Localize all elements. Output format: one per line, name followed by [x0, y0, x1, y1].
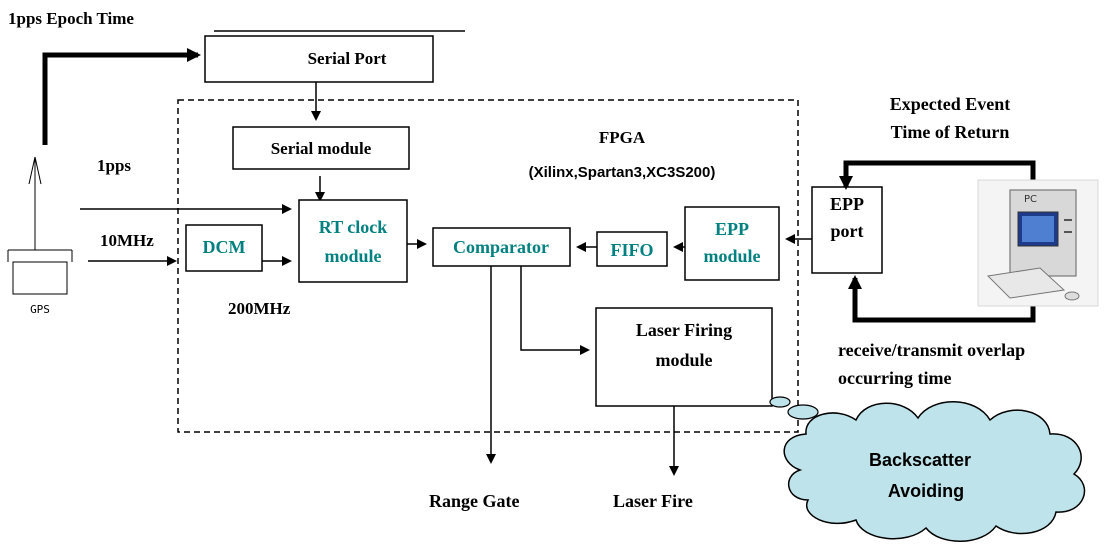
- epp-port-label-1: EPP: [830, 194, 864, 214]
- pc-icon: [977, 179, 1099, 307]
- overlap-label-2: occurring time: [838, 368, 951, 388]
- backscatter-label-2: Avoiding: [888, 481, 964, 501]
- ten-mhz-label: 10MHz: [100, 231, 154, 250]
- laser-firing-box: [595, 307, 773, 407]
- fpga-chip-label: (Xilinx,Spartan3,XC3S200): [529, 164, 716, 181]
- epp-module-label-2: module: [703, 246, 760, 266]
- serial-port-label: Serial Port: [308, 49, 387, 68]
- backscatter-cloud: [783, 401, 1086, 542]
- rt-clock-label-1: RT clock: [319, 217, 388, 237]
- laser-fire-label: Laser Fire: [613, 491, 693, 511]
- fifo-label: FIFO: [611, 240, 654, 260]
- epp-module-label-1: EPP: [715, 219, 749, 239]
- epp-port-label-2: port: [831, 221, 864, 241]
- overlap-label-1: receive/transmit overlap: [838, 340, 1025, 360]
- comparator-box: [432, 227, 571, 267]
- laser-firing-label-2: module: [655, 350, 712, 370]
- rt-clock-label-2: module: [324, 246, 381, 266]
- gps-label: GPS: [30, 303, 50, 316]
- epp-module-box: [684, 206, 780, 281]
- epoch-time-arrow: [42, 48, 201, 145]
- serial-port-box: [204, 35, 434, 83]
- backscatter-label-1: Backscatter: [869, 450, 971, 470]
- serial-module-box: [232, 126, 410, 170]
- pc-label: PC: [1024, 194, 1037, 205]
- rt-clock-box: [298, 199, 408, 283]
- two-hundred-mhz-label: 200MHz: [228, 299, 291, 318]
- fpga-label: FPGA: [599, 128, 646, 147]
- pps-label: 1pps: [97, 156, 131, 175]
- expected-event-arrow: [839, 160, 1036, 190]
- gps-antenna-icon: [7, 156, 73, 295]
- dcm-box: [185, 224, 263, 272]
- serial-module-label: Serial module: [271, 139, 372, 158]
- dcm-label: DCM: [203, 237, 246, 257]
- fifo-box: [596, 231, 668, 267]
- expected-event-label-2: Time of Return: [891, 122, 1010, 142]
- laser-firing-label-1: Laser Firing: [636, 320, 732, 340]
- epoch-time-label: 1pps Epoch Time: [8, 9, 134, 28]
- comparator-label: Comparator: [453, 237, 549, 257]
- fpga-boundary: [177, 99, 799, 433]
- range-gate-label: Range Gate: [429, 491, 519, 511]
- expected-event-label-1: Expected Event: [890, 94, 1011, 114]
- thought-bubble-medium: [787, 404, 819, 420]
- thought-bubble-small: [769, 396, 791, 408]
- epp-port-box: [811, 186, 883, 274]
